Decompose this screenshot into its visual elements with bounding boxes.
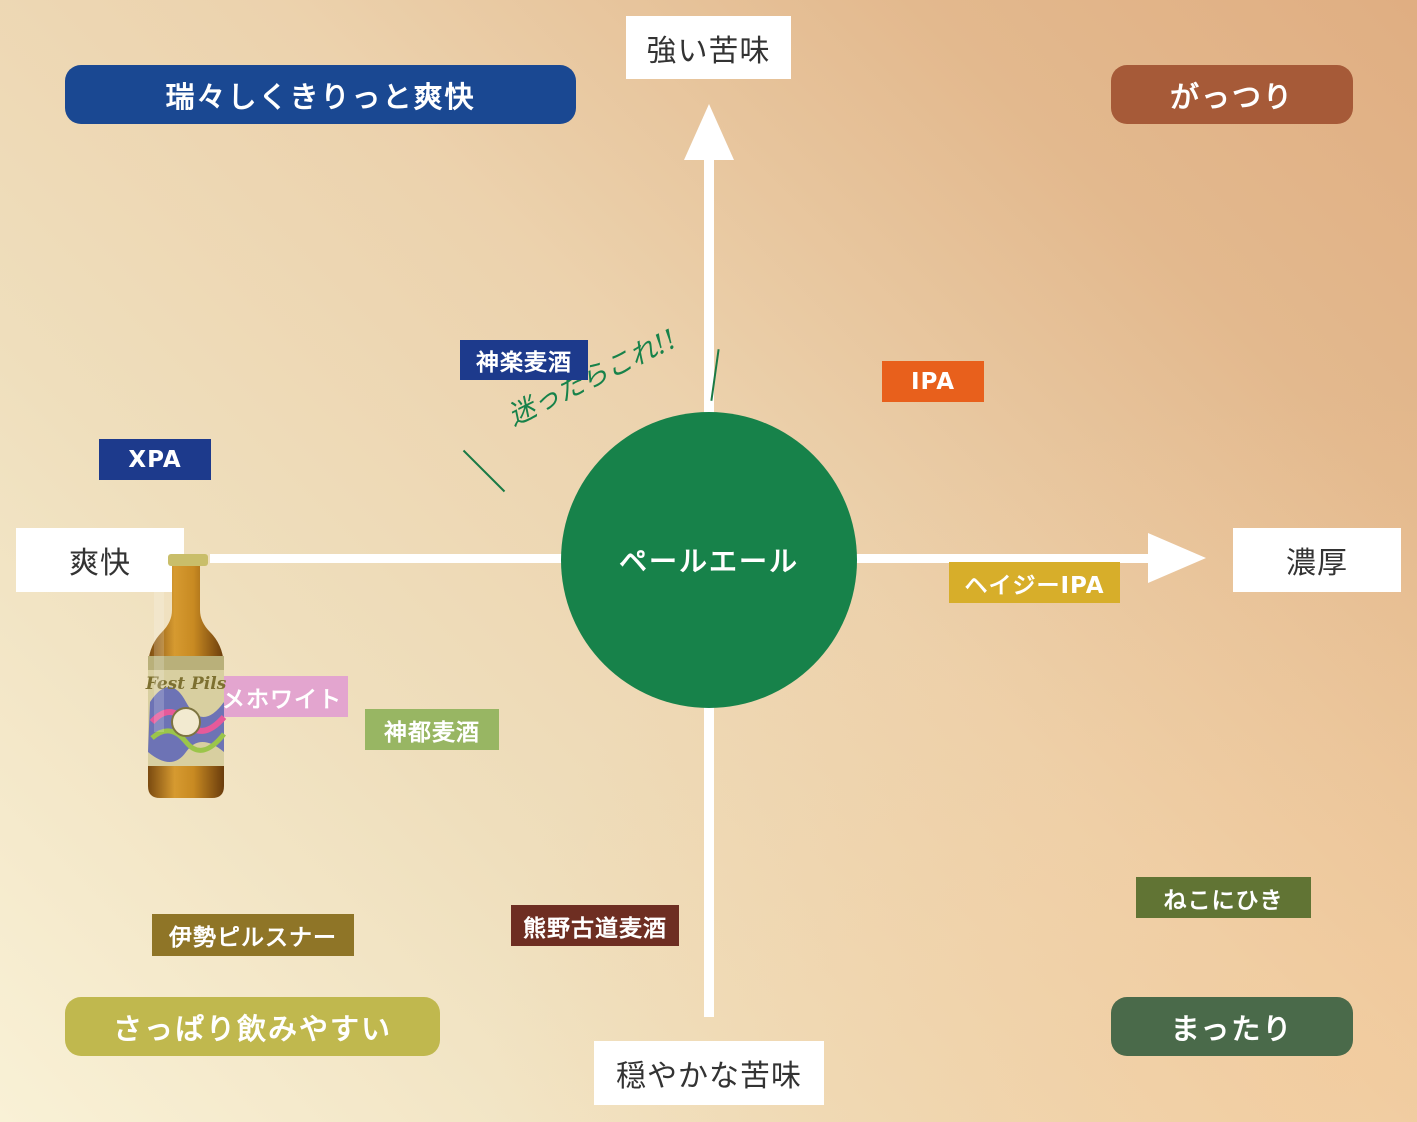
quadrant-bottom-left: さっぱり飲みやすい — [65, 997, 440, 1056]
bottle-label-text: Fest Pils — [145, 674, 227, 694]
beer-tag-ise-pilsner: 伊勢ピルスナー — [152, 914, 354, 956]
quadrant-bottom-right: まったり — [1111, 997, 1353, 1056]
beer-tag-kagura: 神楽麦酒 — [460, 340, 588, 380]
beer-tag-shinto: 神都麦酒 — [365, 709, 499, 750]
beer-tag-white: メホワイト — [208, 676, 348, 717]
beer-tag-hazy-ipa: ヘイジーIPA — [949, 562, 1120, 603]
beer-tag-xpa: XPA — [99, 439, 211, 480]
arrow-up-icon — [684, 104, 734, 160]
beer-bottle-image: Fest Pils — [145, 554, 227, 798]
quadrant-top-right: がっつり — [1111, 65, 1353, 124]
quadrant-top-left: 瑞々しくきりっと爽快 — [65, 65, 576, 124]
beer-tag-kumano: 熊野古道麦酒 — [511, 905, 679, 946]
axis-label-left: 爽快 — [16, 528, 184, 592]
axis-label-right: 濃厚 — [1233, 528, 1401, 592]
center-circle: ペールエール — [561, 412, 857, 708]
axis-label-top: 強い苦味 — [626, 16, 791, 79]
beer-tag-nekonihiki: ねこにひき — [1136, 877, 1311, 918]
beer-tag-ipa: IPA — [882, 361, 984, 402]
axis-label-bottom: 穏やかな苦味 — [594, 1041, 824, 1105]
arrow-right-icon — [1148, 533, 1206, 583]
